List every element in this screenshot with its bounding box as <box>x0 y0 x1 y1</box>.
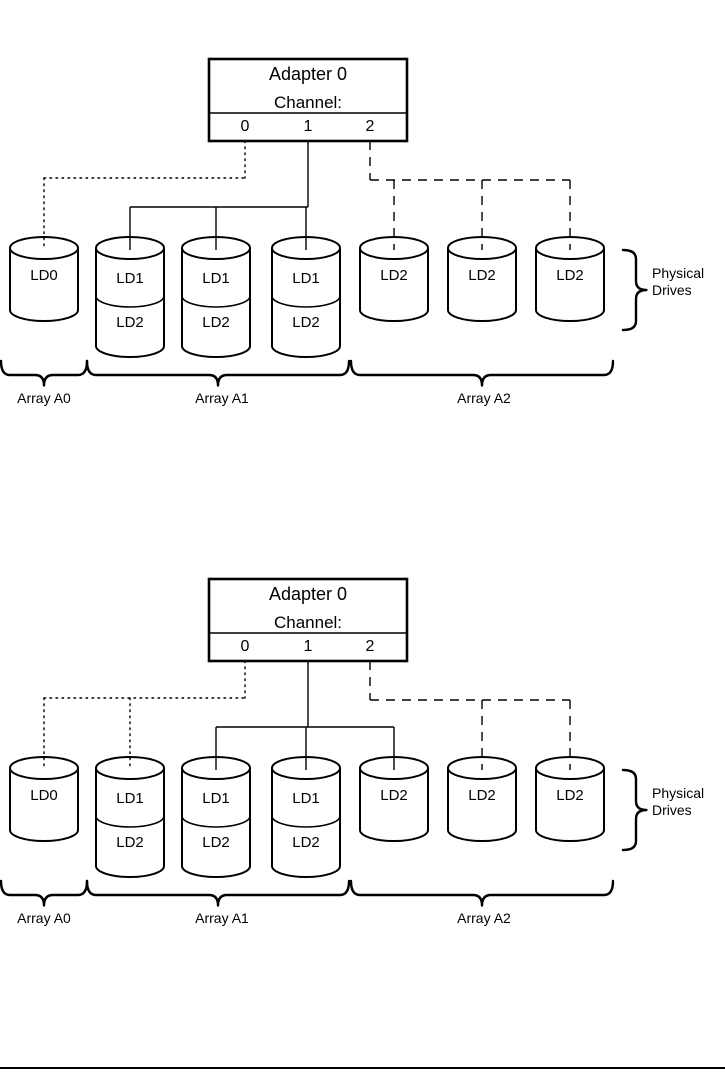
array-label-a0-top: Array A0 <box>17 390 71 406</box>
adapter-title-top: Adapter 0 <box>268 64 348 84</box>
drive-segment-divider-2 <box>181 815 251 828</box>
drive-segment-divider-1 <box>95 295 165 308</box>
drive-4-segment-0-label: LD2 <box>380 787 408 804</box>
array-label-a2-top: Array A2 <box>457 390 511 406</box>
diagram-top-graphics <box>0 57 648 387</box>
physical-drives-brace <box>621 768 648 852</box>
drive-top-cap-0 <box>9 236 79 260</box>
array-brace-a2 <box>349 879 615 907</box>
drive-top-cap-1 <box>95 756 165 780</box>
physical-drives-brace <box>621 248 648 332</box>
drive-body-3 <box>271 248 341 358</box>
drive-body-1 <box>95 768 165 878</box>
drive-segment-divider-2 <box>181 295 251 308</box>
drive-2-segment-1-label: LD2 <box>202 314 230 331</box>
adapter-channel-label-bottom: Channel: <box>273 613 343 632</box>
drive-body-6 <box>535 248 605 322</box>
array-brace-a0 <box>0 359 89 387</box>
physical-drives-label-bottom: Physical Drives <box>652 785 704 819</box>
physical-drives-line2-top: Drives <box>652 282 692 298</box>
drive-2-segment-1-label: LD2 <box>202 834 230 851</box>
adapter-channel-label-top: Channel: <box>273 93 343 112</box>
drive-4-segment-0-label: LD2 <box>380 267 408 284</box>
drive-body-5 <box>447 248 517 322</box>
drive-cylinder-5[interactable] <box>447 236 517 322</box>
drive-body-0 <box>9 248 79 322</box>
drive-body-5 <box>447 768 517 842</box>
diagram-bottom-graphics <box>0 577 648 907</box>
drive-body-0 <box>9 768 79 842</box>
drive-segment-divider-1 <box>95 815 165 828</box>
drive-1-segment-1-label: LD2 <box>116 314 144 331</box>
drive-2-segment-0-label: LD1 <box>202 790 230 807</box>
channel-number-1-bottom[interactable]: 1 <box>303 638 313 655</box>
physical-drives-line1-bottom: Physical <box>652 785 705 801</box>
drive-6-segment-0-label: LD2 <box>556 787 584 804</box>
drive-cylinder-2[interactable] <box>181 236 251 358</box>
drive-cylinder-4[interactable] <box>359 236 429 322</box>
drive-0-segment-0-label: LD0 <box>30 267 58 284</box>
array-brace-a1 <box>85 879 351 907</box>
drive-segment-divider-3 <box>271 815 341 828</box>
array-brace-a2 <box>349 359 615 387</box>
drive-cylinder-1[interactable] <box>95 756 165 878</box>
array-brace-a0 <box>0 879 89 907</box>
physical-drives-line1-top: Physical <box>652 265 705 281</box>
drive-cylinder-0[interactable] <box>9 756 79 842</box>
drive-1-segment-0-label: LD1 <box>116 790 144 807</box>
drive-top-cap-0 <box>9 756 79 780</box>
drive-1-segment-0-label: LD1 <box>116 270 144 287</box>
drive-body-1 <box>95 248 165 358</box>
drive-6-segment-0-label: LD2 <box>556 267 584 284</box>
drive-body-4 <box>359 768 429 842</box>
drive-0-segment-0-label: LD0 <box>30 787 58 804</box>
array-label-a0-bottom: Array A0 <box>17 910 71 926</box>
array-label-a2-bottom: Array A2 <box>457 910 511 926</box>
drive-cylinder-0[interactable] <box>9 236 79 322</box>
drive-3-segment-0-label: LD1 <box>292 790 320 807</box>
drive-cylinder-3[interactable] <box>271 236 341 358</box>
drive-cylinder-2[interactable] <box>181 756 251 878</box>
drive-3-segment-0-label: LD1 <box>292 270 320 287</box>
array-label-a1-bottom: Array A1 <box>195 910 249 926</box>
channel-number-2-top[interactable]: 2 <box>365 118 375 135</box>
drive-1-segment-1-label: LD2 <box>116 834 144 851</box>
channel-number-0-top[interactable]: 0 <box>240 118 250 135</box>
array-brace-a1 <box>85 359 351 387</box>
drive-segment-divider-3 <box>271 295 341 308</box>
adapter-box[interactable] <box>207 57 409 143</box>
drive-body-3 <box>271 768 341 878</box>
physical-drives-label-top: Physical Drives <box>652 265 704 299</box>
page-footer-rule <box>0 1067 725 1069</box>
drive-body-6 <box>535 768 605 842</box>
drive-cylinder-1[interactable] <box>95 236 165 358</box>
drive-3-segment-1-label: LD2 <box>292 314 320 331</box>
physical-drives-line2-bottom: Drives <box>652 802 692 818</box>
drive-cylinder-3[interactable] <box>271 756 341 878</box>
channel-number-0-bottom[interactable]: 0 <box>240 638 250 655</box>
drive-5-segment-0-label: LD2 <box>468 787 496 804</box>
drive-body-2 <box>181 248 251 358</box>
channel-number-1-top[interactable]: 1 <box>303 118 313 135</box>
channel-number-2-bottom[interactable]: 2 <box>365 638 375 655</box>
array-label-a1-top: Array A1 <box>195 390 249 406</box>
drive-3-segment-1-label: LD2 <box>292 834 320 851</box>
drive-5-segment-0-label: LD2 <box>468 267 496 284</box>
adapter-box[interactable] <box>207 577 409 663</box>
drive-2-segment-0-label: LD1 <box>202 270 230 287</box>
drive-body-4 <box>359 248 429 322</box>
adapter-title-bottom: Adapter 0 <box>268 584 348 604</box>
drive-body-2 <box>181 768 251 878</box>
